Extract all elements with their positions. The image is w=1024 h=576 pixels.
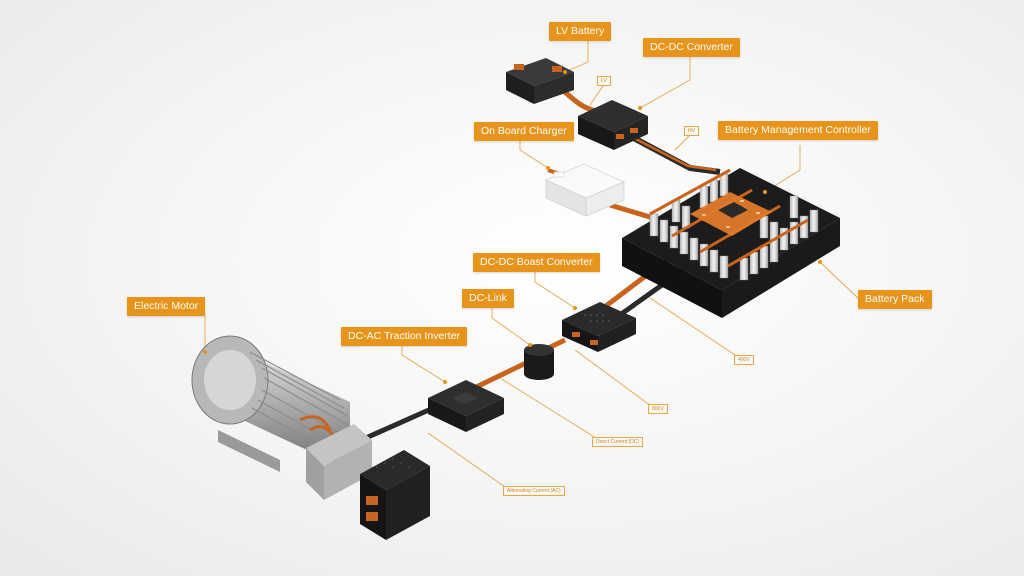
callout-dcdc-converter: DC-DC Converter — [643, 38, 740, 57]
callout-battery-management-controller: Battery Management Controller — [718, 121, 878, 140]
callout-dc-link: DC-Link — [462, 289, 514, 308]
leader-dots — [203, 70, 822, 384]
tag-800v: 800V — [648, 404, 668, 414]
leader-lines — [204, 38, 861, 488]
on-board-charger — [544, 163, 626, 217]
tag-400v: 400V — [734, 355, 754, 365]
dcac-traction-inverter — [428, 380, 504, 432]
dcdc-boast-converter — [562, 302, 636, 352]
tag-hv: HV — [684, 126, 699, 136]
callout-electric-motor: Electric Motor — [127, 297, 206, 316]
tag-direct-current: Direct Current (DC) — [592, 437, 644, 447]
callout-lv-battery: LV Battery — [549, 22, 612, 41]
battery-pack — [622, 168, 840, 318]
lv-battery — [506, 58, 574, 104]
motor-junction-box — [360, 450, 430, 540]
callout-battery-pack: Battery Pack — [858, 290, 932, 309]
callout-on-board-charger: On Board Charger — [474, 122, 574, 141]
tag-alternating-current: Alternating Current (AC) — [503, 486, 565, 496]
tag-lv: LV — [597, 76, 611, 86]
callout-dcac-traction-inverter: DC-AC Traction Inverter — [341, 327, 468, 346]
electric-motor — [191, 335, 372, 500]
dcdc-converter — [578, 100, 648, 150]
dc-link-capacitor — [524, 344, 554, 380]
callout-dcdc-boast-converter: DC-DC Boast Converter — [473, 253, 600, 272]
